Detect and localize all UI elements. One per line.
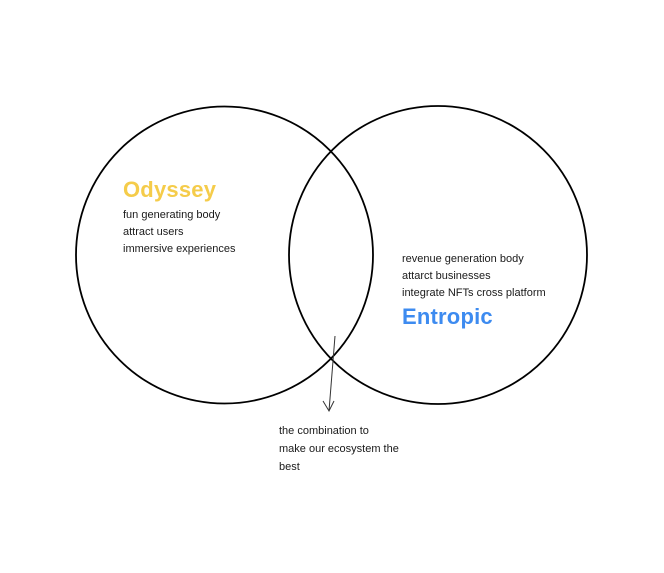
intersection-note: the combination to make our ecosystem th… bbox=[279, 422, 399, 476]
entropic-item: integrate NFTs cross platform bbox=[402, 287, 546, 299]
odyssey-title: Odyssey bbox=[123, 177, 217, 202]
intersection-note-line: the combination to bbox=[279, 425, 369, 437]
entropic-label-group: revenue generation body attarct business… bbox=[402, 251, 546, 330]
odyssey-item: immersive experiences bbox=[123, 243, 236, 255]
odyssey-circle bbox=[75, 105, 374, 405]
intersection-note-line: best bbox=[279, 461, 300, 473]
entropic-item: attarct businesses bbox=[402, 270, 491, 282]
entropic-item: revenue generation body bbox=[402, 253, 524, 265]
entropic-title: Entropic bbox=[402, 304, 493, 329]
entropic-circle bbox=[288, 105, 588, 405]
odyssey-item: fun generating body bbox=[123, 209, 221, 221]
odyssey-item: attract users bbox=[123, 226, 184, 238]
arrow-down-icon bbox=[322, 335, 336, 413]
odyssey-label-group: Odyssey fun generating body attract user… bbox=[123, 177, 235, 258]
intersection-note-line: make our ecosystem the bbox=[279, 443, 399, 455]
